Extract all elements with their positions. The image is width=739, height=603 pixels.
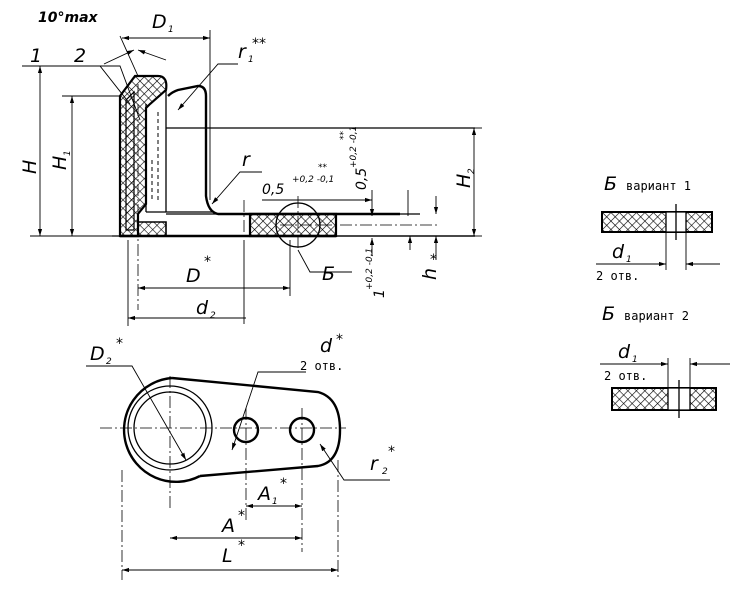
insert-section (125, 90, 135, 231)
d-star: * (204, 254, 211, 270)
variant-2-dim: d (618, 341, 631, 363)
a-star: * (238, 508, 245, 524)
r1-label: r (238, 41, 247, 63)
d1-label: D (152, 11, 167, 33)
d2-plan-star: * (116, 336, 123, 352)
l-label: L (222, 545, 233, 567)
r2-star: * (388, 444, 395, 460)
angle-max-label: 10°max (38, 10, 99, 26)
h1-label: H (49, 156, 71, 170)
h-label: H (19, 160, 41, 174)
offset-b-mark: ** (339, 131, 349, 141)
variant-2-letter: Б (602, 303, 615, 325)
h1-sub-label: 1 (63, 150, 73, 156)
variant-1-letter: Б (604, 173, 617, 195)
thickness-label: 1 (372, 289, 388, 298)
variant-1-holes: 2 отв. (596, 269, 639, 283)
thickness-tol: +0,2 -0,1 (365, 248, 375, 290)
variant-2-caption: вариант 2 (624, 309, 689, 323)
d2-sub-label: 2 (210, 311, 216, 321)
hole-d-star: * (336, 332, 343, 348)
a1-star: * (280, 476, 287, 492)
variant-1-dim: d (612, 241, 625, 263)
r1-sub-label: 1 (248, 55, 254, 65)
plan-view (86, 365, 390, 580)
offset-b-label: 0,5 (354, 168, 370, 190)
variant-1-dim-sub: 1 (626, 255, 632, 265)
d-label: D (186, 265, 201, 287)
h2-label: H (453, 174, 475, 188)
a1-sub: 1 (272, 497, 278, 507)
variant-1-detail (596, 204, 720, 270)
a1-label: A (256, 483, 271, 505)
h-small-label: h (419, 268, 441, 280)
a-label: A (220, 515, 235, 537)
h2-sub-label: 2 (467, 168, 477, 174)
variant-2-detail (600, 358, 730, 418)
l-star: * (238, 538, 245, 554)
d1-sub-label: 1 (168, 25, 174, 35)
holes-count: 2 отв. (300, 359, 343, 373)
variant-1-caption: вариант 1 (626, 179, 691, 193)
variant-2-dim-sub: 1 (632, 355, 638, 365)
h-small-star: * (430, 252, 437, 268)
offset-b-tol: +0,2 -0,1 (349, 126, 359, 168)
d2-label: d (196, 297, 209, 319)
r2-sub: 2 (382, 467, 388, 477)
section-view (22, 30, 482, 326)
offset-a-mark: ** (318, 163, 328, 173)
d2-plan-sub: 2 (106, 357, 112, 367)
offset-a-label: 0,5 (262, 182, 284, 198)
callout-1: 1 (30, 45, 42, 67)
variant-2-holes: 2 отв. (604, 369, 647, 383)
r2-label: r (370, 453, 379, 475)
hole-d-label: d (320, 335, 333, 357)
d2-plan-label: D (90, 343, 105, 365)
detail-ref-label: Б (322, 263, 335, 285)
offset-a-tol: +0,2 -0,1 (292, 175, 334, 185)
r-label: r (242, 149, 251, 171)
r1-mark: ** (252, 36, 266, 52)
callout-2: 2 (74, 45, 86, 67)
